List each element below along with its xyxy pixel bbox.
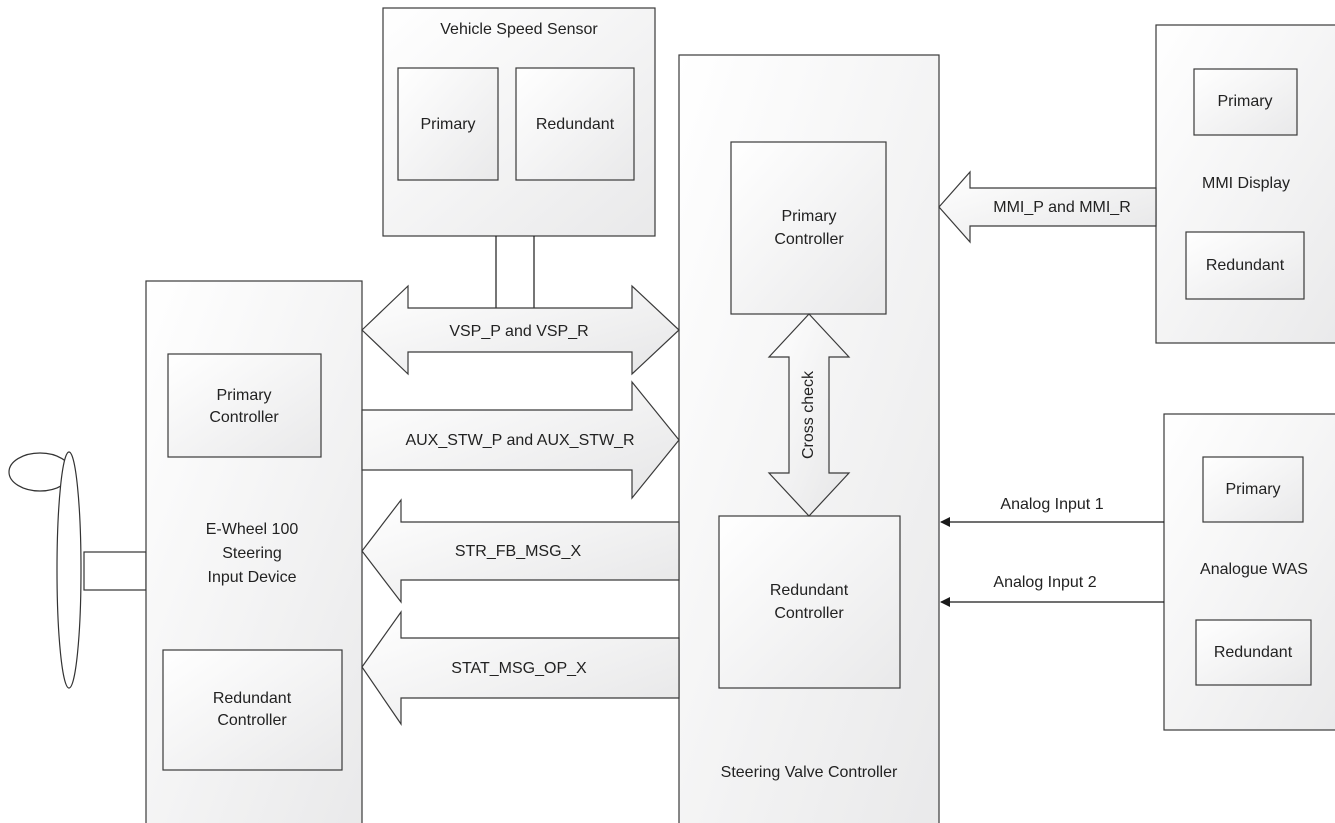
- vss-redundant-label: Redundant: [536, 116, 615, 133]
- svc-redundant-label-1: Redundant: [770, 582, 849, 599]
- cross-check-arrow: [767, 313, 851, 517]
- vss-title: Vehicle Speed Sensor: [440, 21, 598, 38]
- svc-redundant-label-2: Controller: [774, 605, 844, 622]
- ewheel-redundant-label-2: Controller: [217, 712, 287, 729]
- ewheel-redundant-label-1: Redundant: [213, 690, 292, 707]
- steering-valve-controller-block: Primary Controller Redundant Controller …: [678, 54, 940, 823]
- stat-msg-signal-label: STAT_MSG_OP_X: [451, 660, 587, 677]
- svc-primary-label-1: Primary: [781, 208, 836, 225]
- aux-stw-arrow: [361, 380, 680, 500]
- svc-primary-label-2: Controller: [774, 231, 844, 248]
- mmi-redundant-box: [1185, 231, 1305, 300]
- svc-primary-controller: [730, 141, 887, 315]
- ewheel-primary-label-1: Primary: [216, 387, 271, 404]
- ewheel-title-line-2: Steering: [222, 545, 282, 562]
- analogue-was-block: Primary Analogue WAS Redundant: [1163, 413, 1335, 731]
- mmi-arrow: [938, 170, 1157, 244]
- cross-check-label: Cross check: [800, 370, 817, 459]
- mmi-signal-label: MMI_P and MMI_R: [993, 199, 1131, 216]
- mmi-primary-box: [1193, 68, 1298, 136]
- mmi-primary-label: Primary: [1217, 93, 1272, 110]
- vss-primary-box: [397, 67, 499, 181]
- was-title: Analogue WAS: [1200, 561, 1308, 578]
- was-primary-label: Primary: [1225, 481, 1280, 498]
- ewheel-block: Primary Controller E-Wheel 100 Steering …: [145, 280, 363, 823]
- str-fb-arrow: [361, 498, 680, 604]
- was-redundant-label: Redundant: [1214, 644, 1293, 661]
- vsp-double-arrow: [361, 284, 680, 376]
- vehicle-speed-sensor-block: Vehicle Speed Sensor Primary Redundant: [382, 7, 656, 308]
- vss-primary-label: Primary: [420, 116, 475, 133]
- str-fb-signal-label: STR_FB_MSG_X: [455, 543, 582, 560]
- aux-stw-signal-label: AUX_STW_P and AUX_STW_R: [405, 432, 634, 449]
- was-redundant-box: [1195, 619, 1312, 686]
- stat-msg-arrow: [361, 610, 680, 726]
- svc-title: Steering Valve Controller: [721, 764, 898, 781]
- analog-input-2-label: Analog Input 2: [993, 574, 1096, 591]
- vss-redundant-box: [515, 67, 635, 181]
- steering-wheel-icon: [8, 451, 147, 689]
- ewheel-title-line-1: E-Wheel 100: [206, 521, 299, 538]
- mmi-redundant-label: Redundant: [1206, 257, 1285, 274]
- analog-input-1-label: Analog Input 1: [1000, 496, 1103, 513]
- ewheel-title-line-3: Input Device: [208, 569, 297, 586]
- vsp-signal-label: VSP_P and VSP_R: [449, 323, 588, 340]
- ewheel-redundant-controller: [162, 649, 343, 771]
- ewheel-primary-label-2: Controller: [209, 409, 279, 426]
- svc-redundant-controller: [718, 515, 901, 689]
- mmi-display-block: Primary MMI Display Redundant: [1155, 24, 1335, 344]
- mmi-title: MMI Display: [1202, 175, 1290, 192]
- was-primary-box: [1202, 456, 1304, 523]
- ewheel-primary-controller: [167, 353, 322, 458]
